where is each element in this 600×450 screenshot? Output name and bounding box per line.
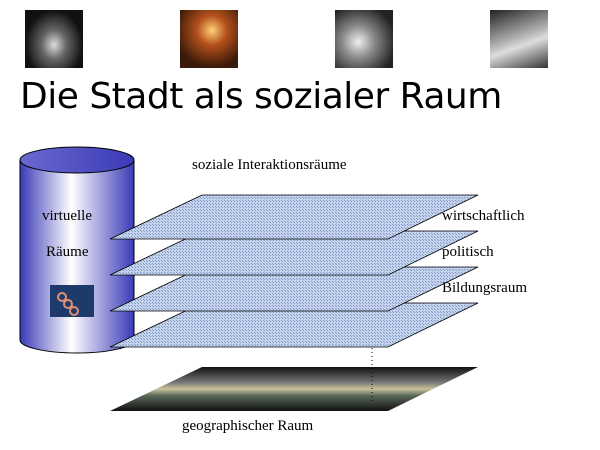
page-title: Die Stadt als sozialer Raum bbox=[20, 76, 502, 117]
base-label: geographischer Raum bbox=[182, 418, 314, 434]
plane-1 bbox=[109, 194, 479, 240]
city-night-photo bbox=[25, 10, 83, 68]
social-planes bbox=[109, 194, 479, 348]
layer-label-education: Bildungsraum bbox=[442, 280, 527, 296]
diagram-heading: soziale Interaktionsräume bbox=[192, 157, 347, 173]
cylinder-label-1: virtuelle bbox=[42, 208, 92, 224]
street-night-photo bbox=[180, 10, 238, 68]
train-station-photo bbox=[490, 10, 548, 68]
geographic-plane bbox=[110, 367, 478, 411]
rings-photo bbox=[335, 10, 393, 68]
layer-label-political: politisch bbox=[442, 244, 494, 260]
cylinder-label-2: Räume bbox=[46, 244, 89, 260]
layer-label-economic: wirtschaftlich bbox=[442, 208, 525, 224]
